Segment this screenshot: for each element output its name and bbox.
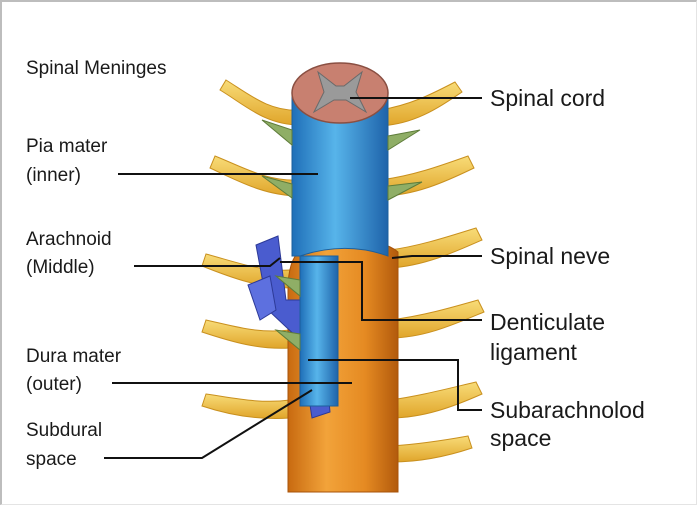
label-arachnoid-line1: Arachnoid (26, 229, 112, 250)
label-arachnoid-line2: (Middle) (26, 257, 95, 278)
label-spinal-nerve: Spinal neve (490, 243, 610, 269)
label-pia-mater-line1: Pia mater (26, 136, 108, 157)
label-subdural-line2: space (26, 449, 77, 470)
label-spinal-cord: Spinal cord (490, 85, 605, 111)
label-subarachnoid-line1: Subarachnolod (490, 397, 645, 423)
diagram-title: Spinal Meninges (26, 58, 166, 79)
label-dura-mater-line2: (outer) (26, 374, 82, 395)
nerve-root-left-5 (202, 394, 290, 419)
nerve-root-right-3 (390, 228, 482, 268)
label-pia-mater-line2: (inner) (26, 165, 81, 186)
label-subdural-line1: Subdural (26, 420, 102, 441)
label-denticulate-line2: ligament (490, 339, 578, 365)
nerve-root-left-4 (202, 320, 290, 348)
nerve-root-right-1 (380, 82, 462, 126)
nerve-root-right-6 (392, 436, 472, 462)
label-dura-mater-line1: Dura mater (26, 346, 122, 367)
label-denticulate-line1: Denticulate (490, 309, 605, 335)
nerve-root-left-1 (220, 80, 300, 125)
nerve-root-right-5 (390, 382, 482, 418)
label-subarachnoid-line2: space (490, 425, 551, 451)
